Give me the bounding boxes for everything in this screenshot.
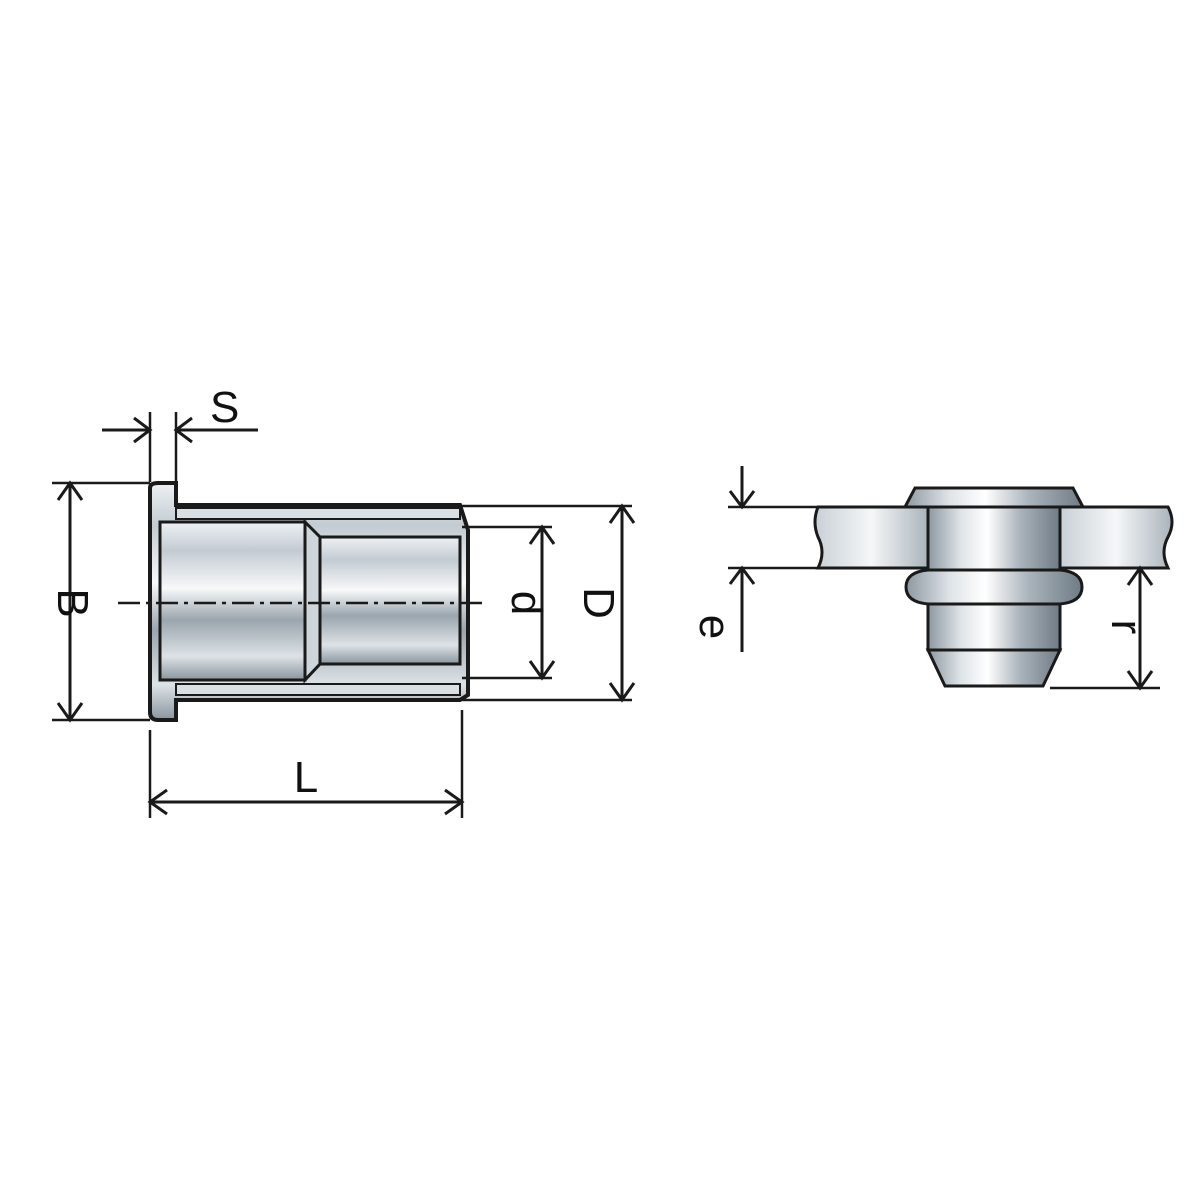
side-section-view: S B d D [48, 383, 636, 818]
label-d: d [502, 591, 551, 615]
dimension-d-small: d [462, 524, 556, 681]
dimension-d-large: D [462, 503, 636, 703]
rivet-nut-body [148, 481, 470, 722]
dimension-e: e [690, 466, 818, 652]
dimension-l: L [147, 710, 465, 818]
label-D: D [574, 587, 623, 619]
label-b: B [48, 588, 97, 617]
label-e: e [690, 615, 739, 639]
label-r: r [1102, 620, 1151, 635]
sheet-plate [813, 505, 1174, 570]
label-l: L [294, 753, 318, 802]
dimension-b: B [48, 480, 150, 723]
installed-rivet-nut [902, 486, 1086, 688]
dimension-s: S [102, 383, 258, 482]
label-s: S [210, 383, 239, 432]
dimension-r: r [1050, 565, 1160, 691]
installed-view: e r [690, 466, 1174, 691]
